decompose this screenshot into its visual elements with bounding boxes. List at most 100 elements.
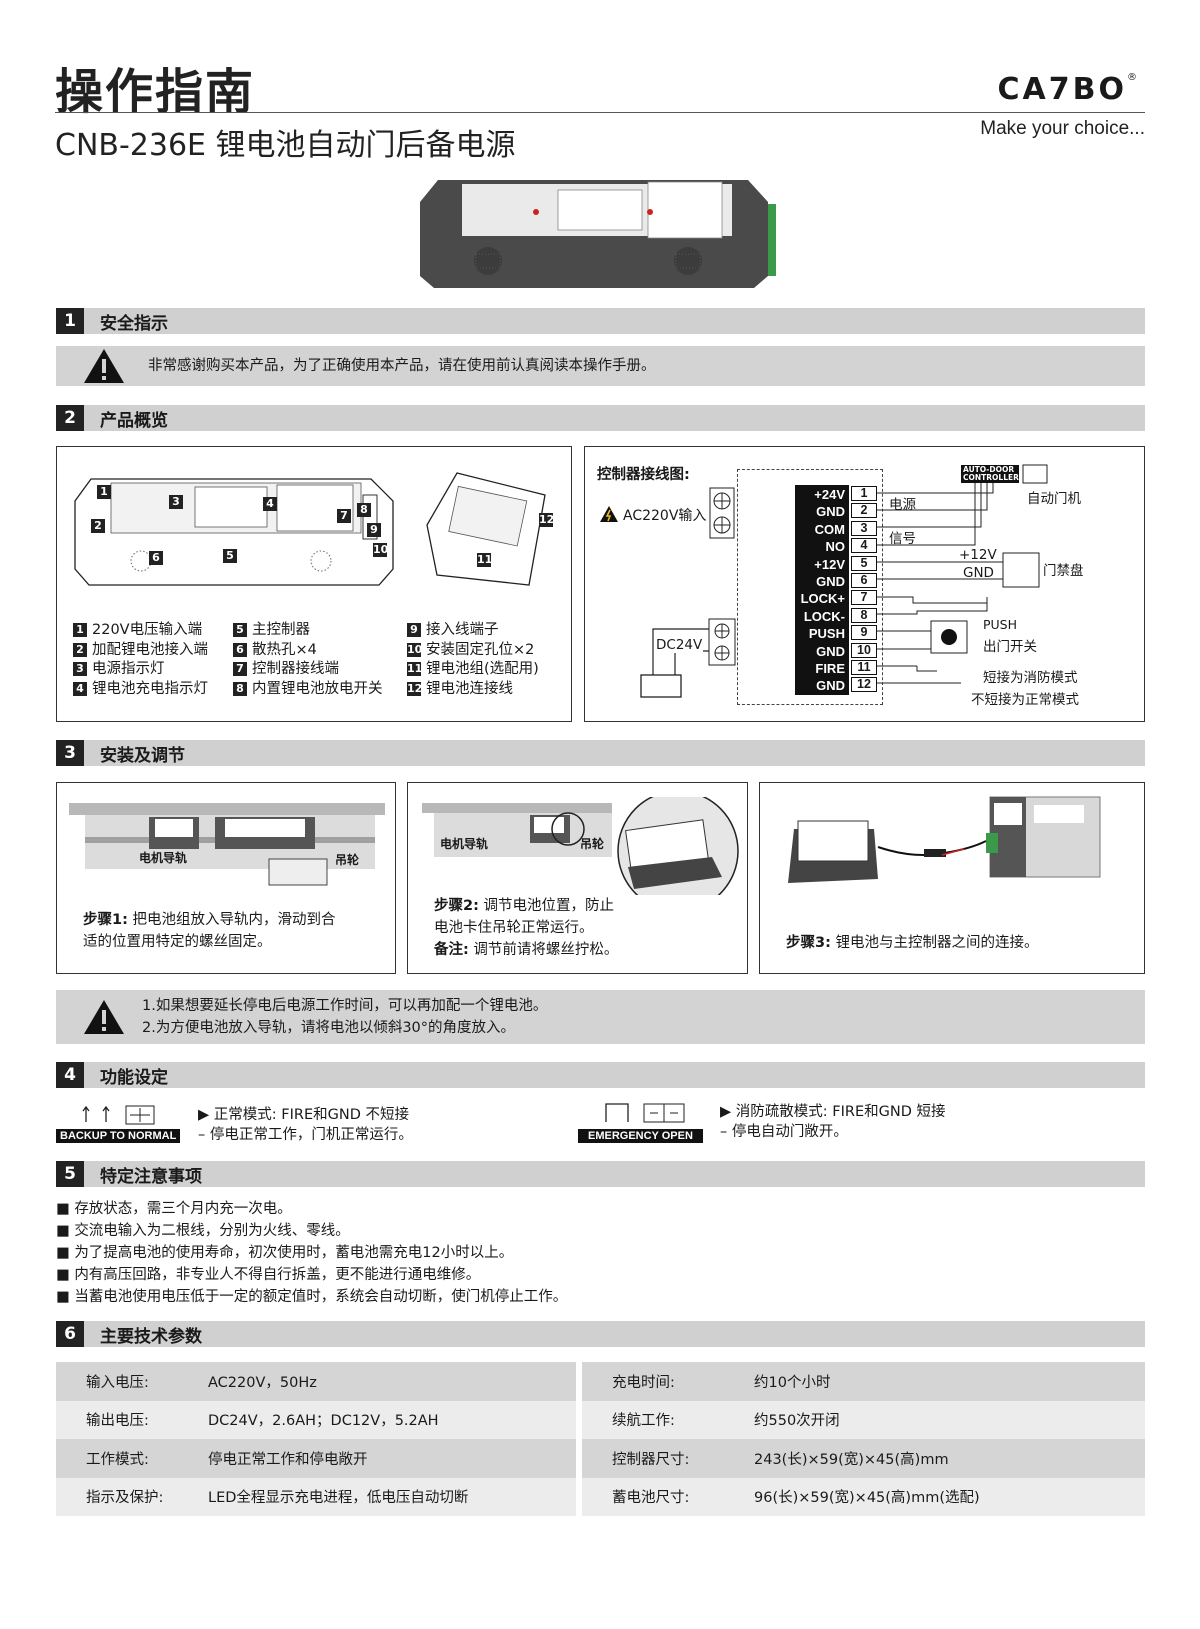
safety-note-text: 非常感谢购买本产品，为了正确使用本产品，请在使用前认真阅读本操作手册。: [148, 358, 656, 374]
terminal-label: GND: [816, 678, 845, 694]
dc-label: DC24V: [655, 637, 704, 653]
callout-4: 4: [263, 493, 282, 515]
terminal-labels: +24V GND COM NO +12V GND LOCK+ LOCK- PUS…: [795, 485, 849, 695]
callout-2: 2: [91, 515, 110, 537]
terminal-number: 5: [851, 555, 877, 571]
list-item: ■ 当蓄电池使用电压低于一定的额定值时，系统会自动切断，使门机停止工作。: [56, 1289, 568, 1305]
rail-label: 电机导轨: [139, 851, 188, 865]
normal-mode-icon: [82, 1105, 155, 1125]
spec-key: 续航工作:: [612, 1413, 675, 1430]
terminal-number: 2: [851, 503, 877, 519]
normal-mode-label: 不短接为正常模式: [971, 692, 1079, 708]
terminal-label: COM: [814, 521, 845, 537]
install-step-3: 步骤3: 锂电池与主控制器之间的连接。: [759, 782, 1145, 974]
callout-3: 3: [169, 491, 188, 513]
list-item: ■ 交流电输入为二根线，分别为火线、零线。: [56, 1223, 350, 1239]
terminal-number: 1: [851, 486, 877, 501]
callout-1: 1: [97, 481, 116, 503]
terminal-number: 3: [851, 520, 877, 536]
spec-key: 蓄电池尺寸:: [612, 1490, 690, 1507]
plus12v-label: +12V: [959, 547, 997, 563]
section-header-function: 4 功能设定: [56, 1062, 1145, 1088]
spec-value: 约550次开闭: [754, 1413, 840, 1430]
terminal-label: GND: [816, 573, 845, 589]
terminal-label: +24V: [814, 487, 845, 502]
access-panel-label: 门禁盘: [1043, 563, 1084, 579]
warning-icon: [84, 349, 124, 383]
section-header-safety: 1 安全指示: [56, 308, 1145, 334]
spec-value: 243(长)×59(宽)×45(高)mm: [754, 1451, 949, 1468]
section-title: 安装及调节: [100, 745, 185, 766]
list-item: ■ 为了提高电池的使用寿命，初次使用时，蓄电池需充电12小时以上。: [56, 1245, 514, 1261]
section-number: 6: [56, 1321, 84, 1347]
fire-mode-label: 短接为消防模式: [983, 670, 1078, 686]
warning-icon: [84, 1000, 124, 1034]
spec-value: DC24V，2.6AH；DC12V，5.2AH: [208, 1413, 439, 1430]
install-warning-text: 1.如果想要延长停电后电源工作时间，可以再加配一个锂电池。 2.为方便电池放入导…: [142, 998, 548, 1036]
spec-table: 输入电压:AC220V，50Hz 充电时间:约10个小时 输出电压:DC24V，…: [56, 1362, 1145, 1516]
safety-note: 非常感谢购买本产品，为了正确使用本产品，请在使用前认真阅读本操作手册。: [56, 346, 1145, 386]
section-number: 3: [56, 740, 84, 766]
table-row: 输出电压: DC24V，2.6AH；DC12V，5.2AH 续航工作: 约550次开…: [56, 1400, 1145, 1439]
door-machine-label: 自动门机: [1027, 491, 1081, 507]
section-header-specs: 6 主要技术参数: [56, 1321, 1145, 1347]
section-title: 主要技术参数: [100, 1326, 202, 1347]
push-label: PUSH: [983, 617, 1018, 632]
page-subtitle: CNB-236E 锂电池自动门后备电源: [55, 128, 516, 163]
install-warning: 1.如果想要延长停电后电源工作时间，可以再加配一个锂电池。 2.为方便电池放入导…: [56, 990, 1145, 1044]
notes-list: ■ 存放状态，需三个月内充一次电。 ■ 交流电输入为二根线，分别为火线、零线。 …: [56, 1198, 567, 1308]
section-number: 5: [56, 1161, 84, 1187]
dc-battery-wiring: [640, 618, 736, 698]
callout-9: 9: [367, 519, 386, 541]
terminal-number: 6: [851, 572, 877, 588]
install-step-2: 电机导轨 吊轮 步骤2: 调节电池位置，防止 电池卡住吊轮正常运行。 备注: 调…: [407, 782, 748, 974]
section-number: 4: [56, 1062, 84, 1088]
spec-value: LED全程显示充电进程，低电压自动切断: [208, 1490, 469, 1507]
ac-input-label: AC220V输入: [623, 508, 707, 524]
list-item: ■ 存放状态，需三个月内充一次电。: [56, 1201, 292, 1217]
callout-11: 11: [477, 553, 493, 567]
install-step-1: 电机导轨 吊轮 步骤1: 把电池组放入导轨内，滑动到合 适的位置用特定的螺丝固定…: [56, 782, 396, 974]
logo-text: CA7BO: [997, 72, 1127, 107]
spec-value: 约10个小时: [754, 1374, 831, 1391]
product-image: [420, 180, 776, 288]
emergency-mode-text: ▶ 消防疏散模式: FIRE和GND 短接 – 停电自动门敞开。: [720, 1104, 946, 1140]
step3-text: 步骤3: 锂电池与主控制器之间的连接。: [786, 935, 1039, 951]
terminal-label: PUSH: [808, 626, 845, 642]
terminal-number: 4: [851, 538, 877, 554]
section-title: 功能设定: [100, 1067, 168, 1088]
terminal-label: FIRE: [815, 660, 845, 676]
emergency-badge: EMERGENCY OPEN: [578, 1129, 703, 1143]
callout-12: 12: [539, 513, 555, 527]
table-row: 工作模式: 停电正常工作和停电敞开 控制器尺寸: 243(长)×59(宽)×45(高…: [56, 1439, 1145, 1478]
terminal-number: 9: [851, 625, 877, 641]
wiring-panel: 控制器接线图: AC220V输入 DC24V +24V GND COM NO +…: [584, 446, 1145, 722]
terminal-number: 7: [851, 590, 877, 606]
rail-label-zoom: 电机导轨: [440, 837, 489, 851]
rail-illustration: [69, 803, 385, 886]
spec-key: 控制器尺寸:: [612, 1451, 690, 1468]
battery-pack-diagram: [426, 472, 546, 586]
section-header-overview: 2 产品概览: [56, 405, 1145, 431]
step2-text: 步骤2: 调节电池位置，防止 电池卡住吊轮正常运行。 备注: 调节前请将螺丝拧松…: [434, 898, 619, 958]
terminal-number: 11: [851, 659, 877, 675]
gnd-label: GND: [963, 565, 994, 581]
spec-value: 停电正常工作和停电敞开: [208, 1451, 368, 1468]
section-header-install: 3 安装及调节: [56, 740, 1145, 766]
spec-key: 输出电压:: [86, 1413, 149, 1430]
signal-label: 信号: [889, 531, 916, 547]
spec-value: AC220V，50Hz: [208, 1374, 317, 1391]
spec-key: 工作模式:: [86, 1451, 149, 1468]
terminal-label: LOCK+: [800, 591, 845, 607]
spec-key: 充电时间:: [612, 1374, 675, 1391]
